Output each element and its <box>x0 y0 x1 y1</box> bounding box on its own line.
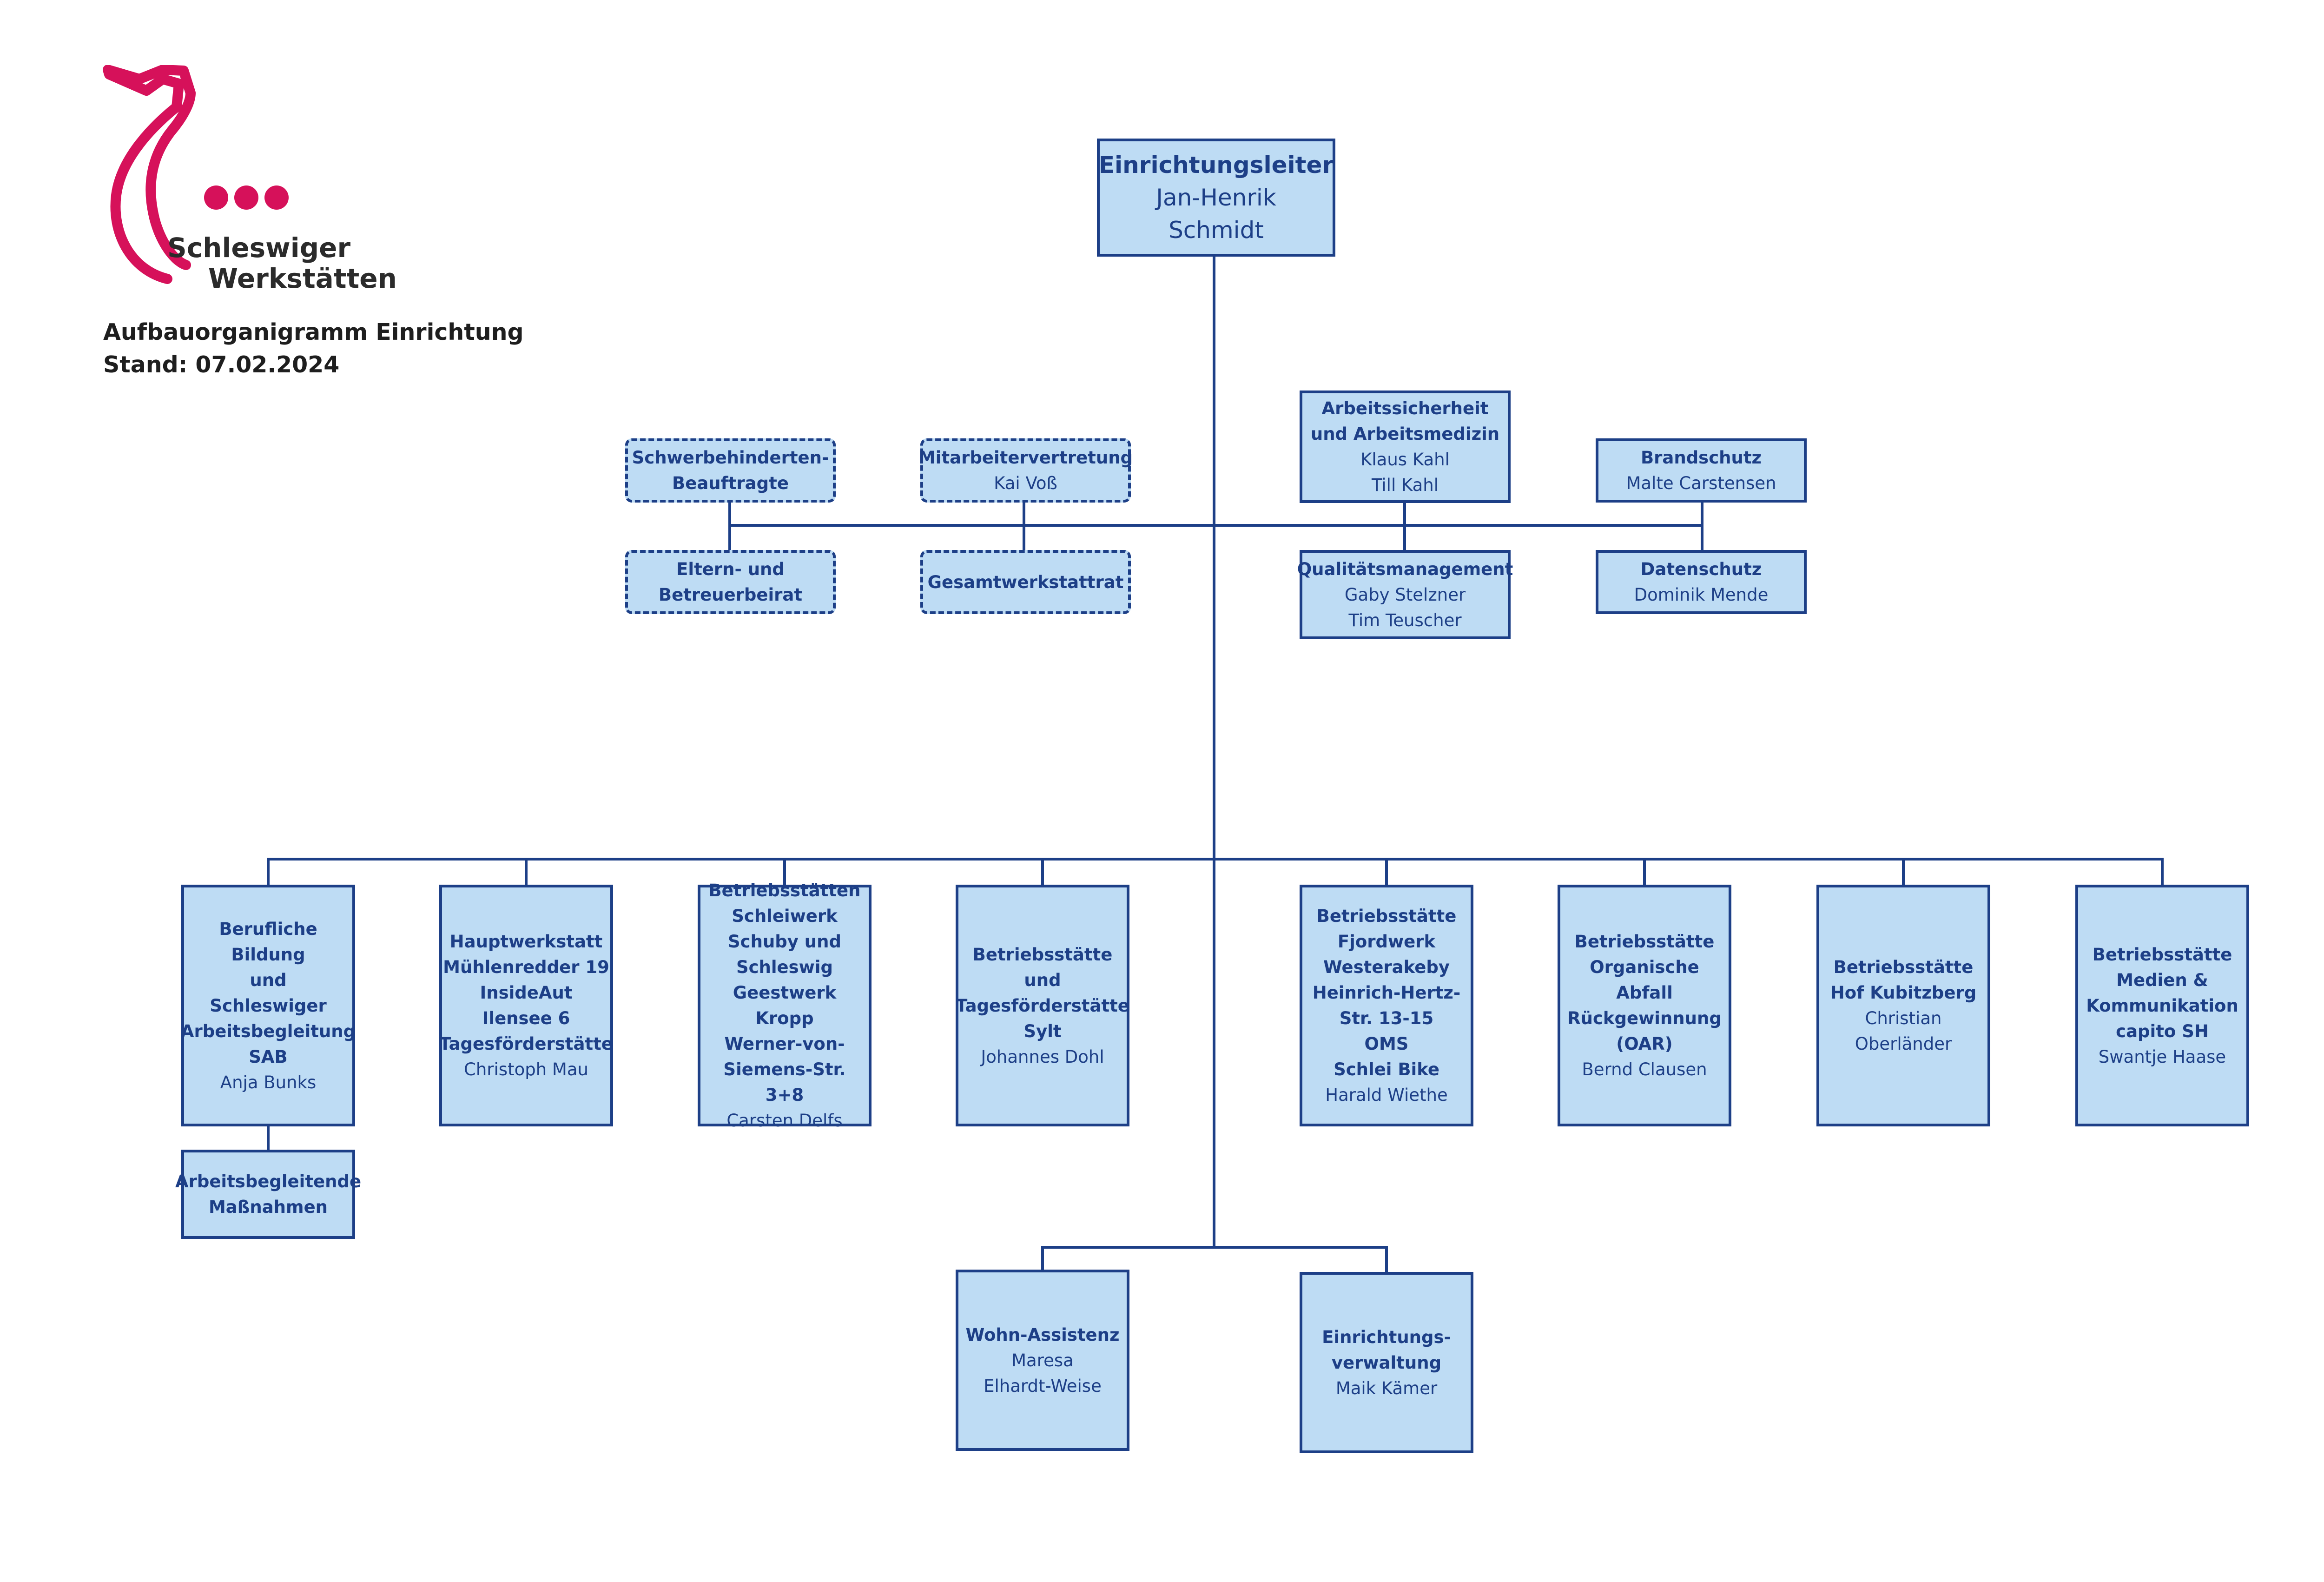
schleswiger-werkstaetten-logo-icon <box>103 65 289 284</box>
box-wohn-assistenz: Wohn-Assistenz Maresa Elhardt-Weise <box>956 1270 1129 1451</box>
box-title: Arbeitsbegleitende Maßnahmen <box>175 1172 362 1217</box>
caption-title: Aufbauorganigramm Einrichtung <box>103 319 524 345</box>
brand-line-2: Werkstätten <box>208 263 397 294</box>
box-betriebsstaette-hof-kubitzberg: Betriebsstätte Hof Kubitzberg Christian … <box>1816 885 1990 1126</box>
box-person: Jan-Henrik Schmidt <box>1156 184 1276 244</box>
box-brandschutz: Brandschutz Malte Carstensen <box>1596 438 1807 503</box>
box-person: Klaus Kahl Till Kahl <box>1360 450 1450 495</box>
box-title: Hauptwerkstatt Mühlenredder 19 InsideAut… <box>439 932 613 1054</box>
box-title: Schwerbehinderten- Beauftragte <box>632 448 829 493</box>
brand-name: Schleswiger Werkstätten <box>167 232 397 294</box>
box-title: Betriebsstätte Hof Kubitzberg <box>1830 957 1977 1003</box>
box-berufliche-bildung-sab: Berufliche Bildung und Schleswiger Arbei… <box>180 885 356 1126</box>
box-mitarbeitervertretung: Mitarbeitervertretung Kai Voß <box>918 438 1133 503</box>
box-einrichtungsverwaltung: Einrichtungs- verwaltung Maik Kämer <box>1300 1272 1473 1453</box>
box-eltern-betreuerbeirat: Eltern- und Betreuerbeirat <box>625 550 836 614</box>
box-arbeitssicherheit: Arbeitssicherheit und Arbeitsmedizin Kla… <box>1300 391 1511 503</box>
box-title: Betriebsstätte und Tagesförderstätte Syl… <box>956 944 1129 1041</box>
box-person: Maresa Elhardt-Weise <box>984 1350 1102 1396</box>
box-person: Maik Kämer <box>1335 1378 1438 1398</box>
box-title: Berufliche Bildung und Schleswiger Arbei… <box>180 919 356 1067</box>
box-person: Christoph Mau <box>464 1059 588 1079</box>
box-title: Gesamtwerkstattrat <box>927 572 1124 592</box>
box-betriebsstaette-oar: Betriebsstätte Organische Abfall Rückgew… <box>1558 885 1731 1126</box>
box-title: Datenschutz <box>1640 559 1762 579</box>
box-title: Mitarbeitervertretung <box>918 448 1133 468</box>
box-qualitaetsmanagement: Qualitätsmanagement Gaby Stelzner Tim Te… <box>1297 550 1513 639</box>
chart-caption: Aufbauorganigramm Einrichtung Stand: 07.… <box>103 316 524 381</box>
box-arbeitsbegleitende-massnahmen: Arbeitsbegleitende Maßnahmen <box>175 1150 361 1239</box>
box-betriebsstaette-medien: Betriebsstätte Medien & Kommunikation ca… <box>2075 885 2249 1126</box>
box-title: Betriebsstätte Medien & Kommunikation ca… <box>2086 944 2238 1041</box>
box-schwerbehinderten-beauftragte: Schwerbehinderten- Beauftragte <box>625 438 836 503</box>
caption-date: Stand: 07.02.2024 <box>103 351 340 378</box>
box-person: Kai Voß <box>994 473 1057 493</box>
brand-line-1: Schleswiger <box>167 232 351 264</box>
box-person: Malte Carstensen <box>1626 473 1776 493</box>
box-title: Arbeitssicherheit und Arbeitsmedizin <box>1310 398 1500 444</box>
box-gesamtwerkstattrat: Gesamtwerkstattrat <box>920 550 1131 614</box>
box-person: Gaby Stelzner Tim Teuscher <box>1344 584 1466 630</box>
box-person: Johannes Dohl <box>981 1046 1104 1067</box>
box-betriebsstaetten-schleiwerk: Betriebsstätten Schleiwerk Schuby und Sc… <box>698 880 872 1131</box>
box-person: Harald Wiethe <box>1325 1085 1448 1105</box>
box-title: Wohn-Assistenz <box>965 1324 1120 1345</box>
box-title: Brandschutz <box>1640 448 1762 468</box>
box-betriebsstaette-sylt: Betriebsstätte und Tagesförderstätte Syl… <box>956 885 1129 1126</box>
box-datenschutz: Datenschutz Dominik Mende <box>1596 550 1807 614</box>
box-title: Betriebsstätte Organische Abfall Rückgew… <box>1567 932 1722 1054</box>
box-title: Einrichtungsleiter <box>1098 152 1334 179</box>
box-title: Einrichtungs- verwaltung <box>1322 1327 1451 1373</box>
box-person: Swantje Haase <box>2098 1046 2226 1067</box>
box-person: Bernd Clausen <box>1582 1059 1707 1079</box>
box-einrichtungsleiter: Einrichtungsleiter Jan-Henrik Schmidt <box>1097 139 1335 257</box>
box-title: Betriebsstätte Fjordwerk Westerakeby Hei… <box>1312 906 1461 1079</box>
box-betriebsstaette-fjordwerk: Betriebsstätte Fjordwerk Westerakeby Hei… <box>1300 885 1473 1126</box>
box-person: Christian Oberländer <box>1855 1008 1952 1054</box>
box-title: Betriebsstätten Schleiwerk Schuby und Sc… <box>708 880 861 1105</box>
box-person: Dominik Mende <box>1634 585 1769 605</box>
box-title: Qualitätsmanagement <box>1297 559 1513 579</box>
box-person: Anja Bunks <box>220 1072 317 1092</box>
box-person: Carsten Delfs <box>726 1111 843 1131</box>
box-title: Eltern- und Betreuerbeirat <box>658 559 803 605</box>
box-hauptwerkstatt: Hauptwerkstatt Mühlenredder 19 InsideAut… <box>439 885 613 1126</box>
